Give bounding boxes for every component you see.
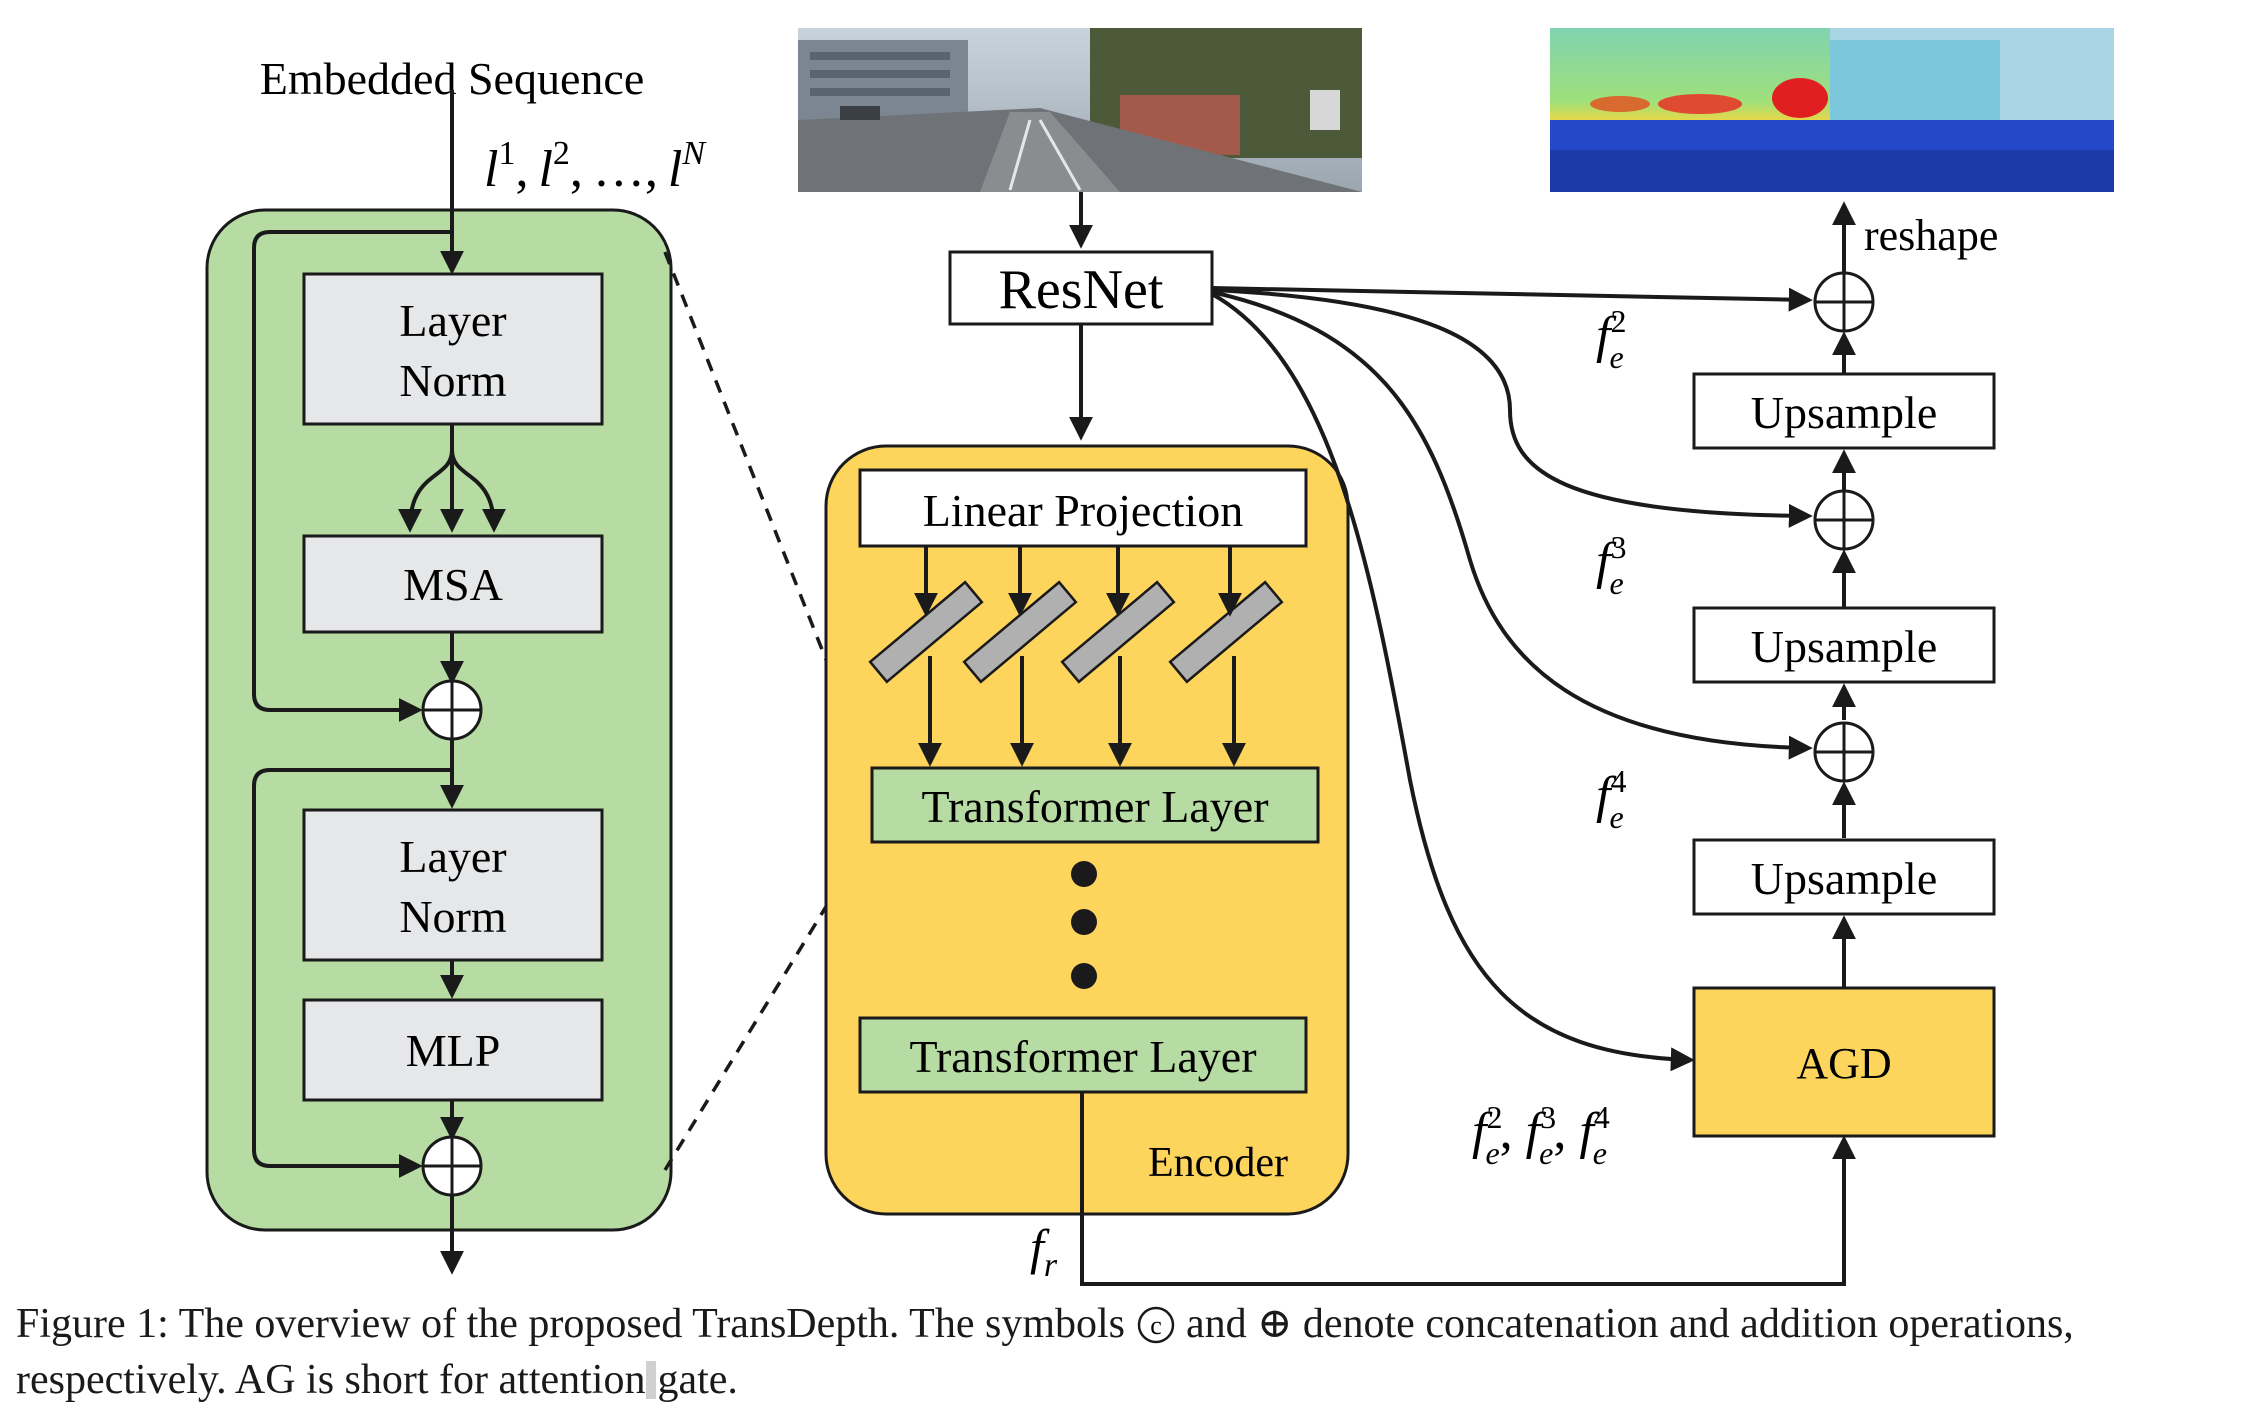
fr-label: fr <box>1030 1219 1058 1284</box>
layer-norm-block-2 <box>302 808 604 962</box>
caption-part-5: gate. <box>657 1357 738 1403</box>
layer-norm-1-line1: Layer <box>399 295 506 346</box>
addition-node-bottom <box>1813 721 1875 783</box>
addition-node-2 <box>421 1135 483 1197</box>
resnet-feature-connections <box>1211 286 1813 1072</box>
layer-norm-1-line2: Norm <box>399 355 507 406</box>
upsample-block-2 <box>1692 606 1996 684</box>
decoder-column: reshape Upsample Upsample Upsample <box>1550 28 2114 1138</box>
transformer-layer-2-label: Transformer Layer <box>909 1031 1256 1082</box>
ellipsis-dot-2 <box>1071 909 1097 935</box>
caption-part-1: Figure 1: The overview of the proposed T… <box>16 1301 1136 1347</box>
caption-part-2: and <box>1175 1301 1258 1347</box>
figure-caption: Figure 1: The overview of the proposed T… <box>16 1296 2256 1408</box>
fr-connection <box>1080 1092 1856 1286</box>
agd-label: AGD <box>1796 1039 1891 1088</box>
encoder-panel: Linear Projection Transformer Layer Tran… <box>824 444 1350 1216</box>
caption-part-4: respectively. AG is short for attention <box>16 1357 646 1403</box>
upsample-3-label: Upsample <box>1751 853 1938 904</box>
caption-part-3: denote concatenation and addition operat… <box>1292 1301 2074 1347</box>
ellipsis-dot-3 <box>1071 963 1097 989</box>
layer-norm-2-line1: Layer <box>399 831 506 882</box>
oplus-symbol: ⊕ <box>1257 1301 1293 1347</box>
reshape-label: reshape <box>1864 211 1998 260</box>
input-street-image <box>798 28 1362 192</box>
transformer-layer-1-label: Transformer Layer <box>921 781 1268 832</box>
upsample-block-1 <box>1692 372 1996 450</box>
encoder-label: Encoder <box>1148 1140 1288 1186</box>
linear-projection-label: Linear Projection <box>923 485 1244 536</box>
upsample-block-3 <box>1692 838 1996 916</box>
upsample-1-label: Upsample <box>1751 387 1938 438</box>
transformer-layer-block-2 <box>858 1016 1308 1094</box>
layer-norm-2-line2: Norm <box>399 891 507 942</box>
circled-c-letter: c <box>1150 1311 1162 1340</box>
linear-projection-block <box>858 468 1308 548</box>
addition-node-1 <box>421 679 483 741</box>
circled-c-icon: c <box>1137 1306 1174 1344</box>
addition-node-top <box>1813 271 1875 333</box>
mlp-label: MLP <box>406 1025 501 1076</box>
transformer-layer-detail-panel: Embedded Sequence l1,l2,…,lN Layer Norm … <box>205 53 707 1275</box>
resnet-label: ResNet <box>999 259 1164 321</box>
text-cursor <box>646 1361 657 1399</box>
patch-embeddings <box>868 580 1284 684</box>
upsample-2-label: Upsample <box>1751 621 1938 672</box>
mlp-block <box>302 998 604 1102</box>
ellipsis-dot-1 <box>1071 861 1097 887</box>
addition-node-middle <box>1813 489 1875 551</box>
input-token-sequence: l1,l2,…,lN <box>484 135 707 198</box>
transformer-layer-block-1 <box>870 766 1320 844</box>
msa-label: MSA <box>403 559 503 610</box>
depth-output-image <box>1550 28 2114 192</box>
